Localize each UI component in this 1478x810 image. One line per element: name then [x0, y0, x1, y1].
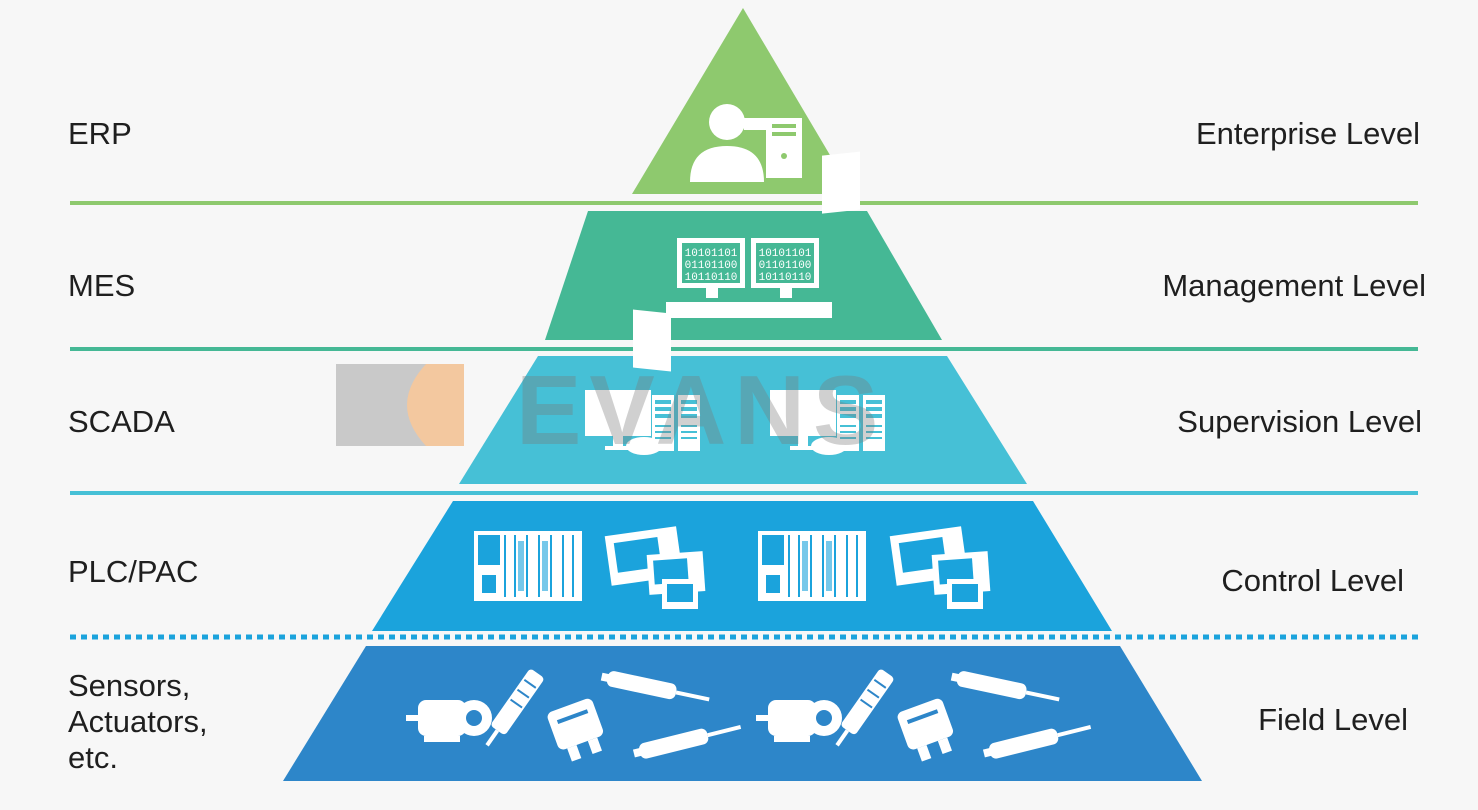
system-label-mes: MES: [68, 268, 136, 303]
system-label-sensors-actuators: Sensors, Actuators, etc.: [68, 668, 208, 775]
level-label-management: Management Level: [1162, 268, 1426, 303]
computer-server-icon: [585, 390, 885, 455]
system-label-scada: SCADA: [68, 404, 175, 439]
system-label-plc-pac: PLC/PAC: [68, 554, 199, 589]
tier-supervision: [459, 356, 1027, 484]
level-label-control: Control Level: [1221, 563, 1404, 598]
level-label-enterprise: Enterprise Level: [1195, 116, 1420, 151]
level-label-supervision: Supervision Level: [1177, 404, 1422, 439]
monitors-binary-icon: 10101101 01101100 10110110 10101101 0110…: [633, 151, 860, 372]
system-label-erp: ERP: [68, 116, 132, 151]
binary-line-4: 10101101: [759, 248, 812, 260]
binary-line-2: 01101100: [685, 260, 738, 272]
level-label-field: Field Level: [1258, 702, 1408, 737]
binary-line-6: 10110110: [759, 272, 812, 284]
user-computer-icon: [690, 104, 802, 182]
binary-line-3: 10110110: [685, 272, 738, 284]
binary-line-1: 10101101: [685, 248, 738, 260]
binary-line-5: 01101100: [759, 260, 812, 272]
